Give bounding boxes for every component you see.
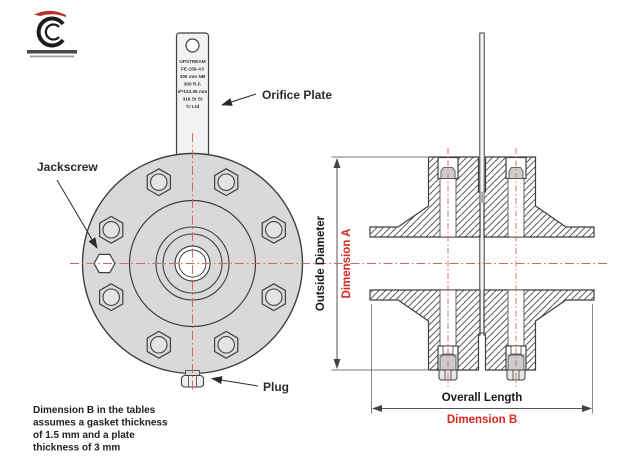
- left-flange-top-section: [369, 156, 481, 238]
- tab-text-line: d=124.36 mm: [178, 89, 208, 94]
- hex-bolt: [146, 168, 172, 197]
- logo-tagline-illegible: [27, 50, 77, 54]
- tab-text-line: 300 R.F.: [184, 82, 201, 87]
- orifice-plate-tab: UPSTREAM FE-159-A3 300 mm NB 300 R.F. d=…: [175, 32, 210, 164]
- jackscrew-leader-arrow: [56, 179, 98, 249]
- orifice-plate-label: Orifice Plate: [262, 88, 332, 102]
- plug-label: Plug: [263, 380, 289, 394]
- logo-tagline2-illegible: [30, 55, 74, 58]
- logo-c-outer: [36, 16, 65, 48]
- left-flange-bottom-section: [369, 289, 481, 371]
- note-line: of 1.5 mm and a plate: [33, 430, 135, 441]
- tab-hole: [185, 38, 200, 53]
- note-line: thickness of 3 mm: [33, 443, 120, 454]
- overall-length-label: Overall Length: [442, 392, 523, 404]
- dimension-b-note: Dimension B in the tables assumes a gask…: [33, 405, 168, 454]
- tab-text-line: 316 St St: [183, 97, 203, 102]
- hex-bolt: [213, 168, 239, 197]
- gasket-section: [479, 192, 485, 203]
- orifice-plate-section: [479, 32, 485, 334]
- hex-bolt: [261, 215, 286, 244]
- company-logo: [27, 10, 77, 58]
- tab-text-line: UPSTREAM: [179, 59, 205, 64]
- logo-red-swoosh: [34, 10, 66, 17]
- dimension-a-label: Dimension A: [341, 229, 353, 299]
- right-flange-top-section: [483, 156, 595, 238]
- logo-c-inner: [44, 23, 60, 41]
- right-flange-bottom-section: [483, 289, 595, 371]
- tab-text-line: 300 mm NB: [180, 74, 206, 79]
- orifice-plate-leader-arrow: [221, 93, 257, 106]
- flange-section-view: [331, 32, 595, 414]
- hex-bolt: [98, 215, 124, 244]
- tab-text-line: T.I Ltd: [186, 104, 200, 109]
- hex-bolt: [261, 283, 286, 312]
- jackscrew-label: Jackscrew: [37, 160, 98, 174]
- hex-bolt: [213, 330, 239, 359]
- hex-bolt: [98, 283, 124, 312]
- note-line: Dimension B in the tables: [33, 405, 156, 416]
- dimension-b-label: Dimension B: [447, 414, 517, 426]
- tab-text-line: FE-159-A3: [181, 67, 204, 72]
- outside-diameter-label: Outside Diameter: [315, 215, 327, 311]
- note-line: assumes a gasket thickness: [33, 418, 168, 429]
- hex-bolt: [146, 330, 172, 359]
- plug-leader-arrow: [211, 376, 259, 387]
